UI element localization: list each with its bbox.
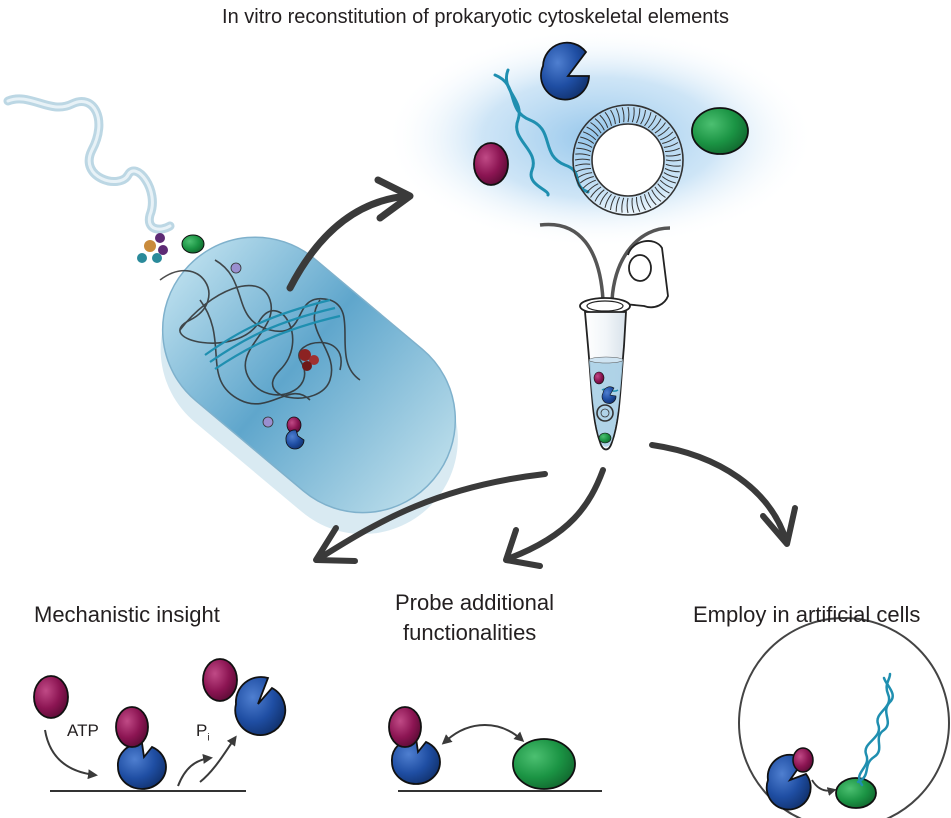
- released-blue-protein: [234, 676, 287, 736]
- green-protein-in-cell: [181, 234, 205, 254]
- lipid-molecule: [636, 108, 641, 124]
- interaction-arrow: [441, 724, 525, 745]
- lipid-molecule: [662, 136, 677, 144]
- probe-magenta-protein: [388, 706, 422, 748]
- lipid-molecule: [657, 126, 670, 137]
- blue-protein-top: [540, 41, 590, 101]
- lipid-molecule: [599, 191, 609, 206]
- artificial-cell-green-protein: [835, 777, 877, 809]
- lipid-molecule: [657, 183, 670, 194]
- lipid-molecule: [579, 176, 594, 184]
- lipid-molecule: [647, 192, 657, 206]
- lipid-molecule: [640, 109, 646, 125]
- probe-panel: [388, 706, 602, 792]
- protein-cluster: [144, 240, 156, 252]
- lipid-molecule: [635, 196, 641, 212]
- lipid-molecule: [664, 168, 680, 173]
- free-magenta-protein: [33, 675, 69, 719]
- lipid-molecule: [665, 159, 682, 162]
- lipid-molecule: [660, 131, 674, 141]
- lipid-molecule: [627, 106, 630, 123]
- artificial-cell-panel: [738, 617, 950, 818]
- lipid-molecule: [665, 153, 681, 157]
- atp-label: ATP: [67, 721, 99, 740]
- artificial-cell-filament: [856, 672, 894, 787]
- lipid-molecule: [621, 107, 625, 123]
- phosphate-label: Pi: [196, 721, 210, 743]
- lipid-molecule: [582, 179, 596, 189]
- lipid-molecule: [631, 107, 635, 123]
- lipid-molecule: [615, 108, 621, 124]
- arrow-to-probe: [507, 467, 606, 561]
- lipid-molecule: [594, 189, 605, 202]
- lipid-molecule: [604, 111, 612, 126]
- probe-label-line-2: functionalities: [403, 620, 537, 645]
- lipid-molecule: [654, 122, 666, 134]
- bacterium-illustration: [3, 94, 458, 535]
- lipid-molecule: [576, 167, 592, 173]
- lipid-molecule: [575, 163, 591, 167]
- lipid-molecule: [663, 142, 679, 148]
- lipid-molecule: [577, 142, 593, 148]
- probe-green-protein: [512, 738, 576, 790]
- phosphate-label-sub: i: [207, 732, 210, 744]
- mechanistic-panel: [33, 658, 287, 792]
- vesicle: [572, 104, 684, 216]
- lipid-molecule: [604, 193, 612, 208]
- lipid-molecule: [586, 126, 599, 137]
- lipid-molecule: [647, 114, 657, 129]
- lipid-molecule: [590, 122, 602, 134]
- lipid-molecule: [590, 186, 602, 198]
- lipid-molecule: [599, 114, 609, 128]
- mechanistic-insight-label: Mechanistic insight: [34, 602, 220, 627]
- lipid-molecule: [651, 189, 662, 202]
- lipid-molecule: [631, 197, 635, 213]
- lipid-molecule: [663, 172, 679, 178]
- artificial-cells-label: Employ in artificial cells: [693, 602, 921, 627]
- released-magenta-protein: [202, 658, 238, 702]
- lipid-molecule: [654, 186, 666, 198]
- green-protein-top: [691, 107, 749, 155]
- bound-magenta-protein: [115, 706, 149, 748]
- lipid-molecule: [665, 163, 681, 167]
- lipid-molecule: [644, 194, 652, 209]
- lipid-molecule: [644, 112, 652, 127]
- bound-blue-protein: [117, 742, 167, 790]
- probe-functionalities-label: Probe additional functionalities: [395, 588, 554, 648]
- phosphate-label-main: P: [196, 721, 208, 740]
- lipid-molecule: [580, 136, 595, 144]
- microcentrifuge-tube: [579, 240, 669, 451]
- probe-label-line-1: Probe additional: [395, 590, 555, 615]
- lipid-molecule: [664, 147, 680, 153]
- arrow-to-artificial-cells: [649, 442, 789, 543]
- lipid-molecule: [575, 153, 591, 157]
- lipid-molecule: [610, 195, 616, 211]
- lipid-molecule: [582, 131, 597, 141]
- lipid-molecule: [574, 158, 591, 161]
- lipid-molecule: [615, 196, 620, 212]
- cell-filaments: [204, 298, 341, 370]
- lipid-molecule: [640, 195, 646, 211]
- lipid-molecule: [626, 197, 629, 214]
- pour-line-left: [539, 222, 605, 301]
- lipid-molecule: [576, 147, 592, 152]
- lipid-molecule: [659, 179, 674, 189]
- lipid-molecule: [621, 197, 625, 213]
- diagram-title: In vitro reconstitution of prokaryotic c…: [222, 6, 729, 28]
- arrow-to-mechanistic: [317, 471, 548, 561]
- artificial-cell-blue-protein: [765, 753, 812, 811]
- artificial-cell-magenta-protein: [792, 747, 814, 773]
- arrow-to-reconstitution: [286, 192, 412, 292]
- pour-line-right: [610, 226, 671, 301]
- magenta-protein-top: [473, 142, 509, 186]
- lipid-molecule: [651, 118, 662, 131]
- lipid-molecule: [577, 172, 593, 178]
- dna-filament: [493, 68, 590, 197]
- lipid-molecule: [594, 118, 605, 131]
- lipid-molecule: [661, 176, 676, 184]
- lipid-molecule: [586, 183, 599, 194]
- lipid-molecule: [610, 109, 616, 125]
